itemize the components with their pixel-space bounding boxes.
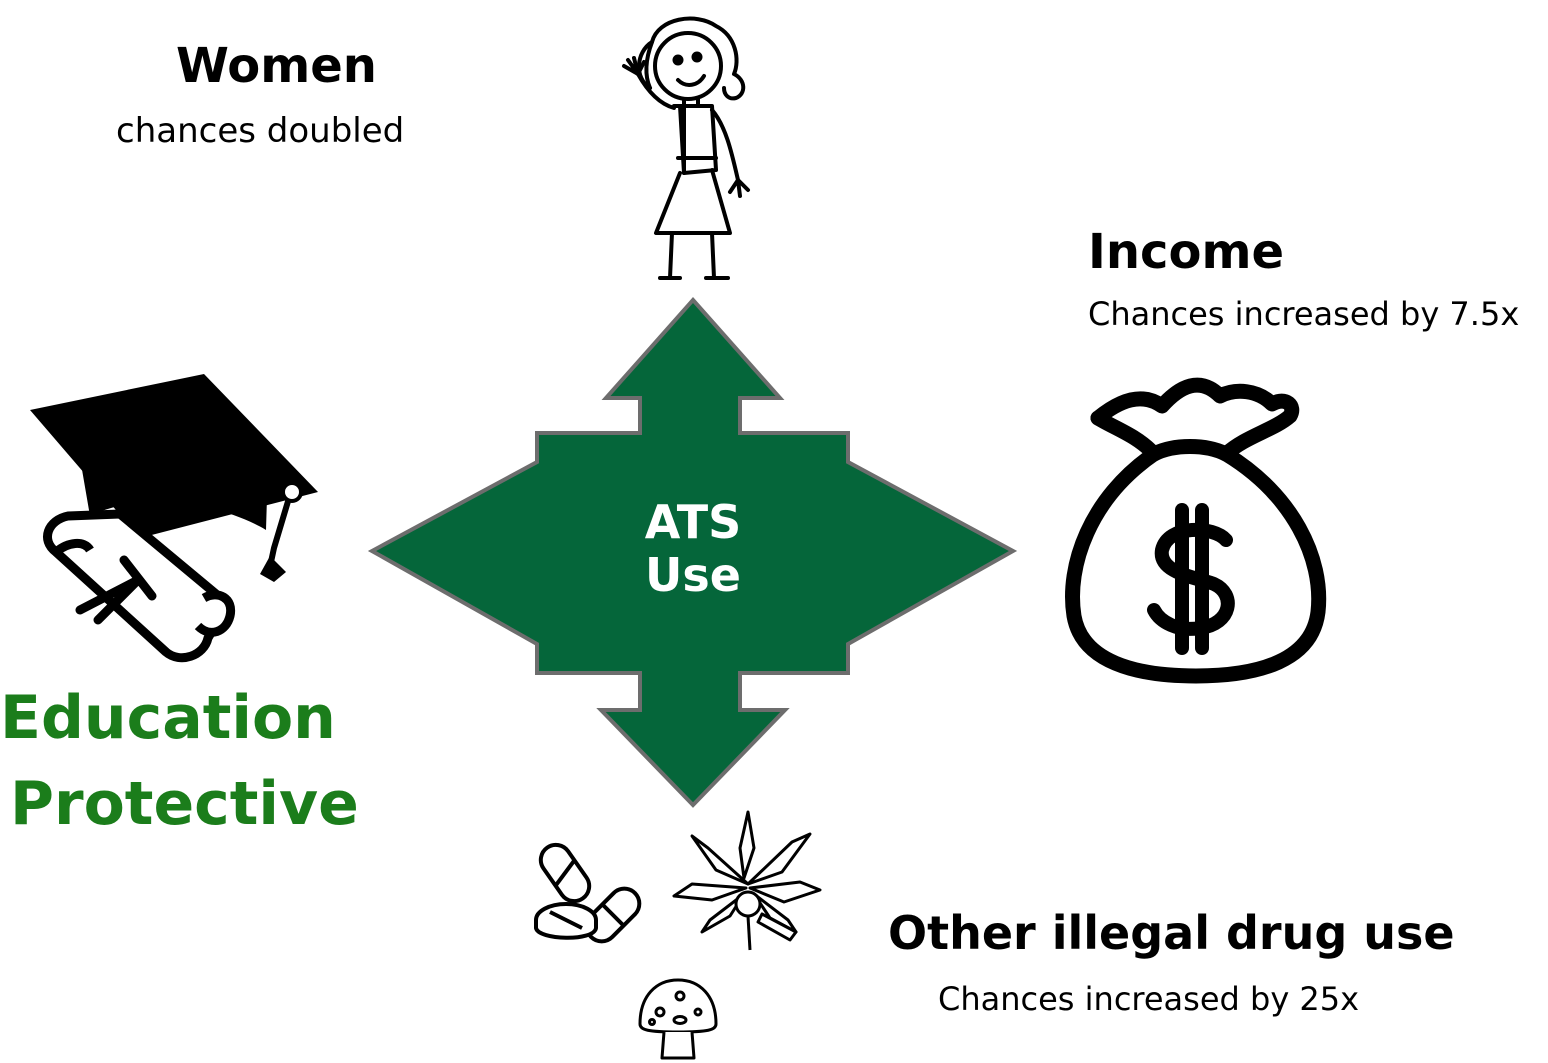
center-label-line1: ATS: [644, 495, 742, 549]
woman-stick-figure-icon: [622, 16, 750, 280]
center-label: ATS Use: [593, 496, 793, 602]
graduation-cap-diploma-icon: [30, 374, 318, 663]
education-line2: Protective: [10, 769, 359, 839]
pills-icon: [534, 842, 642, 944]
drugs-title: Other illegal drug use: [888, 906, 1455, 960]
education-line1: Education: [0, 683, 336, 753]
mushroom-icon: [638, 978, 718, 1060]
cannabis-leaf-icon: [672, 810, 822, 951]
center-label-line2: Use: [645, 547, 741, 602]
four-way-arrow-shape: [367, 296, 1018, 808]
women-title: Women: [176, 38, 377, 94]
income-title: Income: [1088, 224, 1285, 280]
drugs-subtitle: Chances increased by 25x: [938, 980, 1360, 1018]
money-bag-icon: [1065, 377, 1327, 684]
women-subtitle: chances doubled: [116, 111, 405, 151]
income-subtitle: Chances increased by 7.5x: [1088, 295, 1520, 333]
